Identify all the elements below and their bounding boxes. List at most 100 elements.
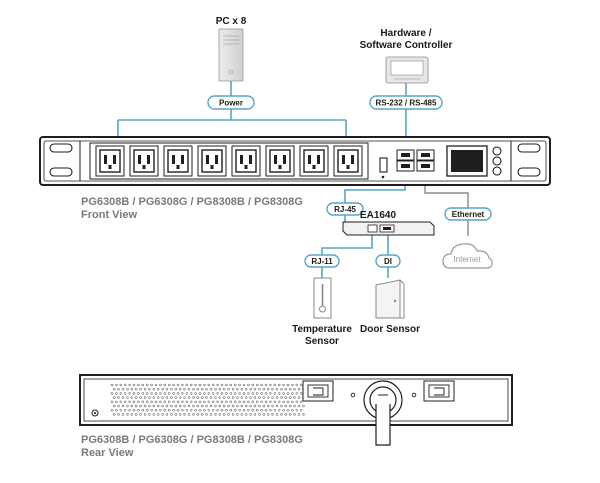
vent-hole: [187, 387, 191, 391]
vent-hole: [262, 396, 266, 399]
vent-hole: [200, 387, 204, 391]
vent-hole: [214, 387, 217, 391]
outlet-3: [163, 145, 193, 177]
vent-hole: [156, 404, 160, 408]
vent-hole: [282, 392, 285, 395]
vent-hole: [159, 383, 162, 387]
vent-hole: [242, 383, 246, 387]
vent-hole: [163, 400, 167, 404]
vent-hole: [264, 383, 268, 387]
vent-hole: [216, 392, 219, 395]
vent-hole: [192, 387, 195, 391]
vent-hole: [200, 396, 204, 399]
vent-hole: [284, 387, 288, 391]
vent-hole: [192, 413, 195, 416]
vent-hole: [183, 404, 186, 408]
vent-hole: [156, 387, 160, 391]
vent-hole: [196, 396, 200, 399]
vent-hole: [207, 408, 211, 412]
vent-hole: [288, 396, 292, 399]
vent-hole: [233, 383, 237, 387]
vent-hole: [236, 404, 239, 408]
vent-hole: [148, 404, 151, 408]
vent-hole: [170, 387, 173, 391]
vent-hole: [253, 413, 257, 416]
vent-hole: [271, 413, 274, 416]
vent-hole: [172, 400, 175, 404]
svg-text:Ethernet: Ethernet: [452, 210, 485, 219]
vent-hole: [214, 413, 217, 416]
vent-hole: [174, 387, 178, 391]
vent-hole: [130, 396, 134, 399]
vent-hole: [117, 413, 120, 416]
vent-hole: [286, 392, 290, 395]
vent-hole: [141, 392, 145, 395]
vent-hole: [174, 396, 178, 399]
vent-hole: [150, 400, 153, 404]
vent-hole: [119, 392, 123, 395]
internet-label: Internet: [453, 255, 481, 264]
vent-hole: [269, 400, 272, 404]
vent-hole: [110, 383, 114, 387]
vent-hole: [238, 408, 241, 412]
vent-hole: [192, 404, 195, 408]
vent-hole: [216, 383, 219, 387]
vent-hole: [214, 404, 217, 408]
vent-hole: [288, 413, 292, 416]
vent-hole: [258, 413, 261, 416]
vent-hole: [280, 413, 283, 416]
vent-hole: [170, 396, 173, 399]
vent-hole: [295, 383, 299, 387]
vent-hole: [174, 413, 178, 416]
power-tag: Power: [207, 95, 255, 110]
vent-hole: [293, 396, 296, 399]
vent-hole: [266, 387, 270, 391]
vent-hole: [119, 408, 123, 412]
vent-hole: [128, 383, 131, 387]
vent-hole: [198, 408, 202, 412]
vent-hole: [260, 400, 263, 404]
front-view-caption: Front View: [81, 209, 137, 221]
vent-hole: [291, 400, 294, 404]
vent-hole: [240, 396, 244, 399]
vent-hole: [150, 383, 153, 387]
vent-hole: [119, 400, 123, 404]
vent-hole: [156, 413, 160, 416]
vent-hole: [244, 404, 248, 408]
outlet-5: [231, 145, 261, 177]
vent-hole: [150, 392, 153, 395]
vent-hole: [130, 387, 134, 391]
vent-hole: [229, 392, 233, 395]
vent-hole: [277, 400, 281, 404]
vent-hole: [218, 404, 222, 408]
vent-hole: [271, 396, 274, 399]
vent-hole: [196, 387, 200, 391]
vent-hole: [143, 404, 147, 408]
vent-hole: [282, 400, 285, 404]
vent-hole: [123, 400, 127, 404]
pc-tower-icon: [218, 28, 244, 82]
vent-hole: [207, 392, 211, 395]
vent-hole: [240, 404, 244, 408]
vent-hole: [225, 392, 228, 395]
vent-hole: [139, 413, 142, 416]
vent-hole: [238, 400, 241, 404]
vent-hole: [220, 392, 224, 395]
vent-hole: [231, 404, 235, 408]
vent-hole: [291, 392, 294, 395]
vent-hole: [284, 396, 288, 399]
svg-text:RJ-11: RJ-11: [311, 257, 333, 266]
vent-hole: [205, 387, 208, 391]
vent-hole: [233, 408, 237, 412]
vent-hole: [244, 396, 248, 399]
vent-hole: [167, 392, 171, 395]
vent-hole: [130, 413, 134, 416]
vent-hole: [200, 413, 204, 416]
vent-hole: [161, 387, 164, 391]
vent-hole: [262, 404, 266, 408]
vent-hole: [242, 408, 246, 412]
door-icon: [375, 279, 405, 319]
vent-hole: [134, 404, 138, 408]
vent-hole: [185, 392, 189, 395]
vent-hole: [284, 404, 288, 408]
